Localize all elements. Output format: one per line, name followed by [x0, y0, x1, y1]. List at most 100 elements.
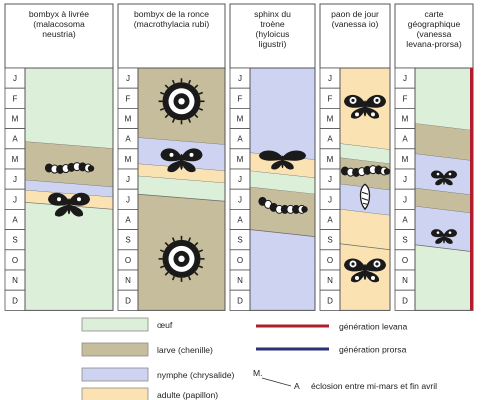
month-label: N — [125, 276, 131, 285]
hair — [164, 271, 169, 276]
plot-frame — [339, 67, 391, 311]
wing-lower-right — [181, 159, 196, 173]
month-label: M — [237, 155, 244, 164]
stage-band-egg — [25, 202, 113, 311]
month-label: M — [125, 115, 132, 124]
species-name-line: neustria) — [42, 29, 76, 39]
legend-item-adult: adulte (papillon) — [81, 387, 218, 400]
stage-band-egg — [250, 171, 315, 195]
body — [281, 155, 284, 169]
body — [363, 100, 367, 117]
month-label: N — [12, 276, 18, 285]
hair — [164, 242, 169, 246]
hair — [194, 242, 199, 246]
stage-band-egg — [415, 244, 473, 311]
eye-spot — [355, 112, 359, 117]
stage-band-adult — [340, 209, 390, 250]
month-label: A — [125, 135, 131, 144]
note-symbol-bottom: A — [294, 381, 300, 391]
legend-swatch — [81, 367, 149, 382]
month-label: J — [13, 74, 17, 83]
stage-band-adult — [340, 243, 390, 311]
legend-swatch — [81, 387, 149, 400]
month-label: J — [328, 74, 332, 83]
head — [87, 165, 95, 172]
month-label: S — [12, 236, 17, 245]
head — [383, 168, 391, 175]
month-label: A — [327, 135, 333, 144]
stage-band-egg — [25, 68, 113, 149]
stage-bands — [415, 68, 473, 311]
stage-boundary — [250, 229, 315, 237]
stage-band-pupa — [250, 229, 315, 311]
eye-spot — [375, 262, 379, 266]
moth-icon — [160, 148, 203, 173]
stage-boundary — [138, 193, 225, 202]
stage-band-egg — [138, 176, 225, 202]
species-name-line: (hyloicus — [256, 29, 290, 39]
hair — [171, 79, 175, 85]
hair — [194, 114, 199, 119]
hair — [188, 118, 192, 123]
legend-generation-levana: génération levana — [256, 322, 408, 332]
month-label: J — [126, 195, 130, 204]
month-label: F — [126, 94, 131, 103]
species-name-line: bombyx à livrée — [29, 9, 89, 19]
month-label: A — [402, 216, 408, 225]
month-label: S — [402, 236, 407, 245]
hair — [198, 107, 204, 111]
header-frame — [117, 3, 226, 69]
legend-generation-prorsa: génération prorsa — [256, 345, 407, 355]
month-label: O — [237, 256, 243, 265]
month-label: J — [328, 175, 332, 184]
generation-bar-levana — [470, 68, 473, 311]
stage-bands — [25, 68, 113, 311]
month-label: F — [328, 94, 333, 103]
month-label: J — [328, 195, 332, 204]
month-label: F — [403, 94, 408, 103]
species-name-line: (macrothylacia rubi) — [134, 19, 210, 29]
month-label: D — [12, 296, 18, 305]
wing-lower-right — [444, 177, 453, 186]
coil-center — [178, 255, 185, 263]
month-label: J — [13, 175, 17, 184]
month-label: A — [402, 135, 408, 144]
month-label: D — [237, 296, 243, 305]
header-frame — [319, 3, 391, 69]
wing-mark — [57, 197, 61, 202]
month-label: D — [327, 296, 333, 305]
plot-frame — [24, 67, 114, 311]
species-column-bombyx-ronce: bombyx de la ronce(macrothylacia rubi)JF… — [117, 3, 226, 311]
hair — [198, 91, 204, 95]
body — [443, 233, 445, 244]
wing-lower-right — [282, 159, 294, 170]
legend-generation-line — [256, 347, 329, 351]
stage-band-egg — [415, 68, 473, 131]
hair — [198, 265, 204, 269]
stage-band-larva — [415, 188, 473, 214]
coiled-larva-icon — [158, 235, 205, 282]
wing-upper-right — [282, 150, 307, 161]
species-name-line: ligustri) — [259, 39, 287, 49]
stage-bands — [250, 68, 315, 311]
month-label: M — [402, 155, 409, 164]
hair — [194, 84, 199, 89]
hair — [171, 118, 175, 123]
species-name-line: (malacosoma — [33, 19, 85, 29]
wing-lower-left — [435, 177, 444, 186]
body — [443, 175, 445, 186]
hair — [159, 107, 165, 111]
month-label: A — [237, 216, 243, 225]
legend-item-pupa: nymphe (chrysalide) — [81, 367, 235, 382]
month-label: F — [238, 94, 243, 103]
head — [301, 206, 308, 213]
wing-lower-left — [167, 159, 182, 173]
hair — [188, 237, 192, 242]
species-name-line: (vanessa io) — [332, 19, 379, 29]
species-name-line: carte — [424, 9, 443, 19]
wing-lower-left — [54, 204, 69, 217]
wing-mark — [436, 231, 440, 234]
month-label: O — [402, 256, 408, 265]
month-label: A — [12, 216, 18, 225]
